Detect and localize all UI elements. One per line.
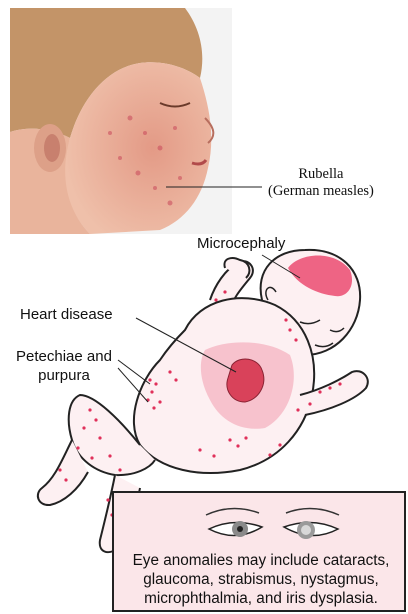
- eye-anomalies-box: Eye anomalies may include cataracts, gla…: [112, 491, 406, 612]
- right-eye: [284, 508, 339, 539]
- eyes-illustration: [114, 493, 404, 553]
- left-eye: [206, 508, 262, 537]
- petechiae-leader-line-1: [118, 360, 150, 384]
- petechiae-label: Petechiae and purpura: [16, 347, 112, 385]
- microcephaly-label: Microcephaly: [197, 235, 285, 252]
- petechiae-label-line1: Petechiae and: [16, 347, 112, 366]
- petechiae-label-line2: purpura: [16, 366, 112, 385]
- heart-disease-label: Heart disease: [20, 306, 113, 323]
- eye-anomalies-text: Eye anomalies may include cataracts, gla…: [120, 551, 402, 608]
